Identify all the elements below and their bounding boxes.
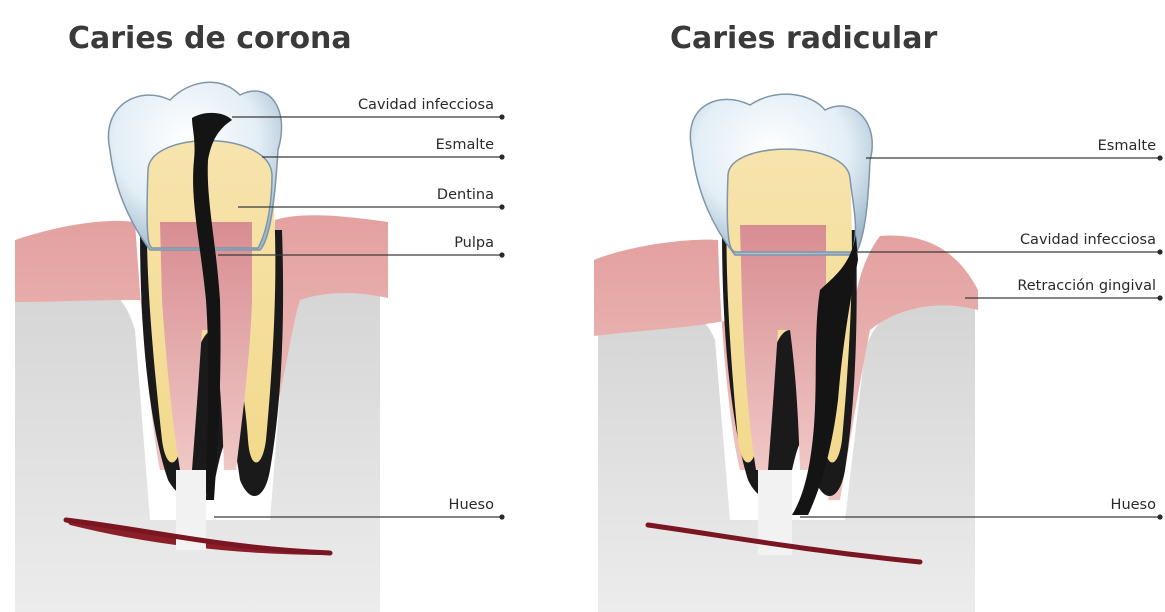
panel-title: Caries radicular bbox=[670, 21, 937, 56]
label-enamel: Esmalte bbox=[436, 137, 494, 153]
callout-dots bbox=[1157, 155, 1162, 519]
panel-root-caries: Caries radicular Esma bbox=[594, 21, 1163, 612]
panel-title: Caries de corona bbox=[68, 21, 352, 56]
leader-dot bbox=[499, 114, 504, 119]
label-recession: Retracción gingival bbox=[1017, 278, 1156, 294]
label-pulp: Pulpa bbox=[454, 235, 494, 251]
leader-dot bbox=[499, 154, 504, 159]
leader-dot bbox=[499, 514, 504, 519]
label-bone: Hueso bbox=[449, 497, 495, 513]
label-enamel: Esmalte bbox=[1098, 138, 1156, 154]
leader-dot bbox=[1157, 155, 1162, 160]
leader-dot bbox=[1157, 249, 1162, 254]
label-bone: Hueso bbox=[1111, 497, 1157, 513]
callout-dots bbox=[499, 114, 504, 519]
panel-crown-caries: Caries de corona bbox=[15, 21, 505, 612]
leader-dot bbox=[499, 252, 504, 257]
leader-dot bbox=[1157, 295, 1162, 300]
label-cavity: Cavidad infecciosa bbox=[358, 97, 494, 113]
leader-dot bbox=[1157, 514, 1162, 519]
label-dentin: Dentina bbox=[437, 187, 494, 203]
leader-dot bbox=[499, 204, 504, 209]
label-cavity: Cavidad infecciosa bbox=[1020, 232, 1156, 248]
